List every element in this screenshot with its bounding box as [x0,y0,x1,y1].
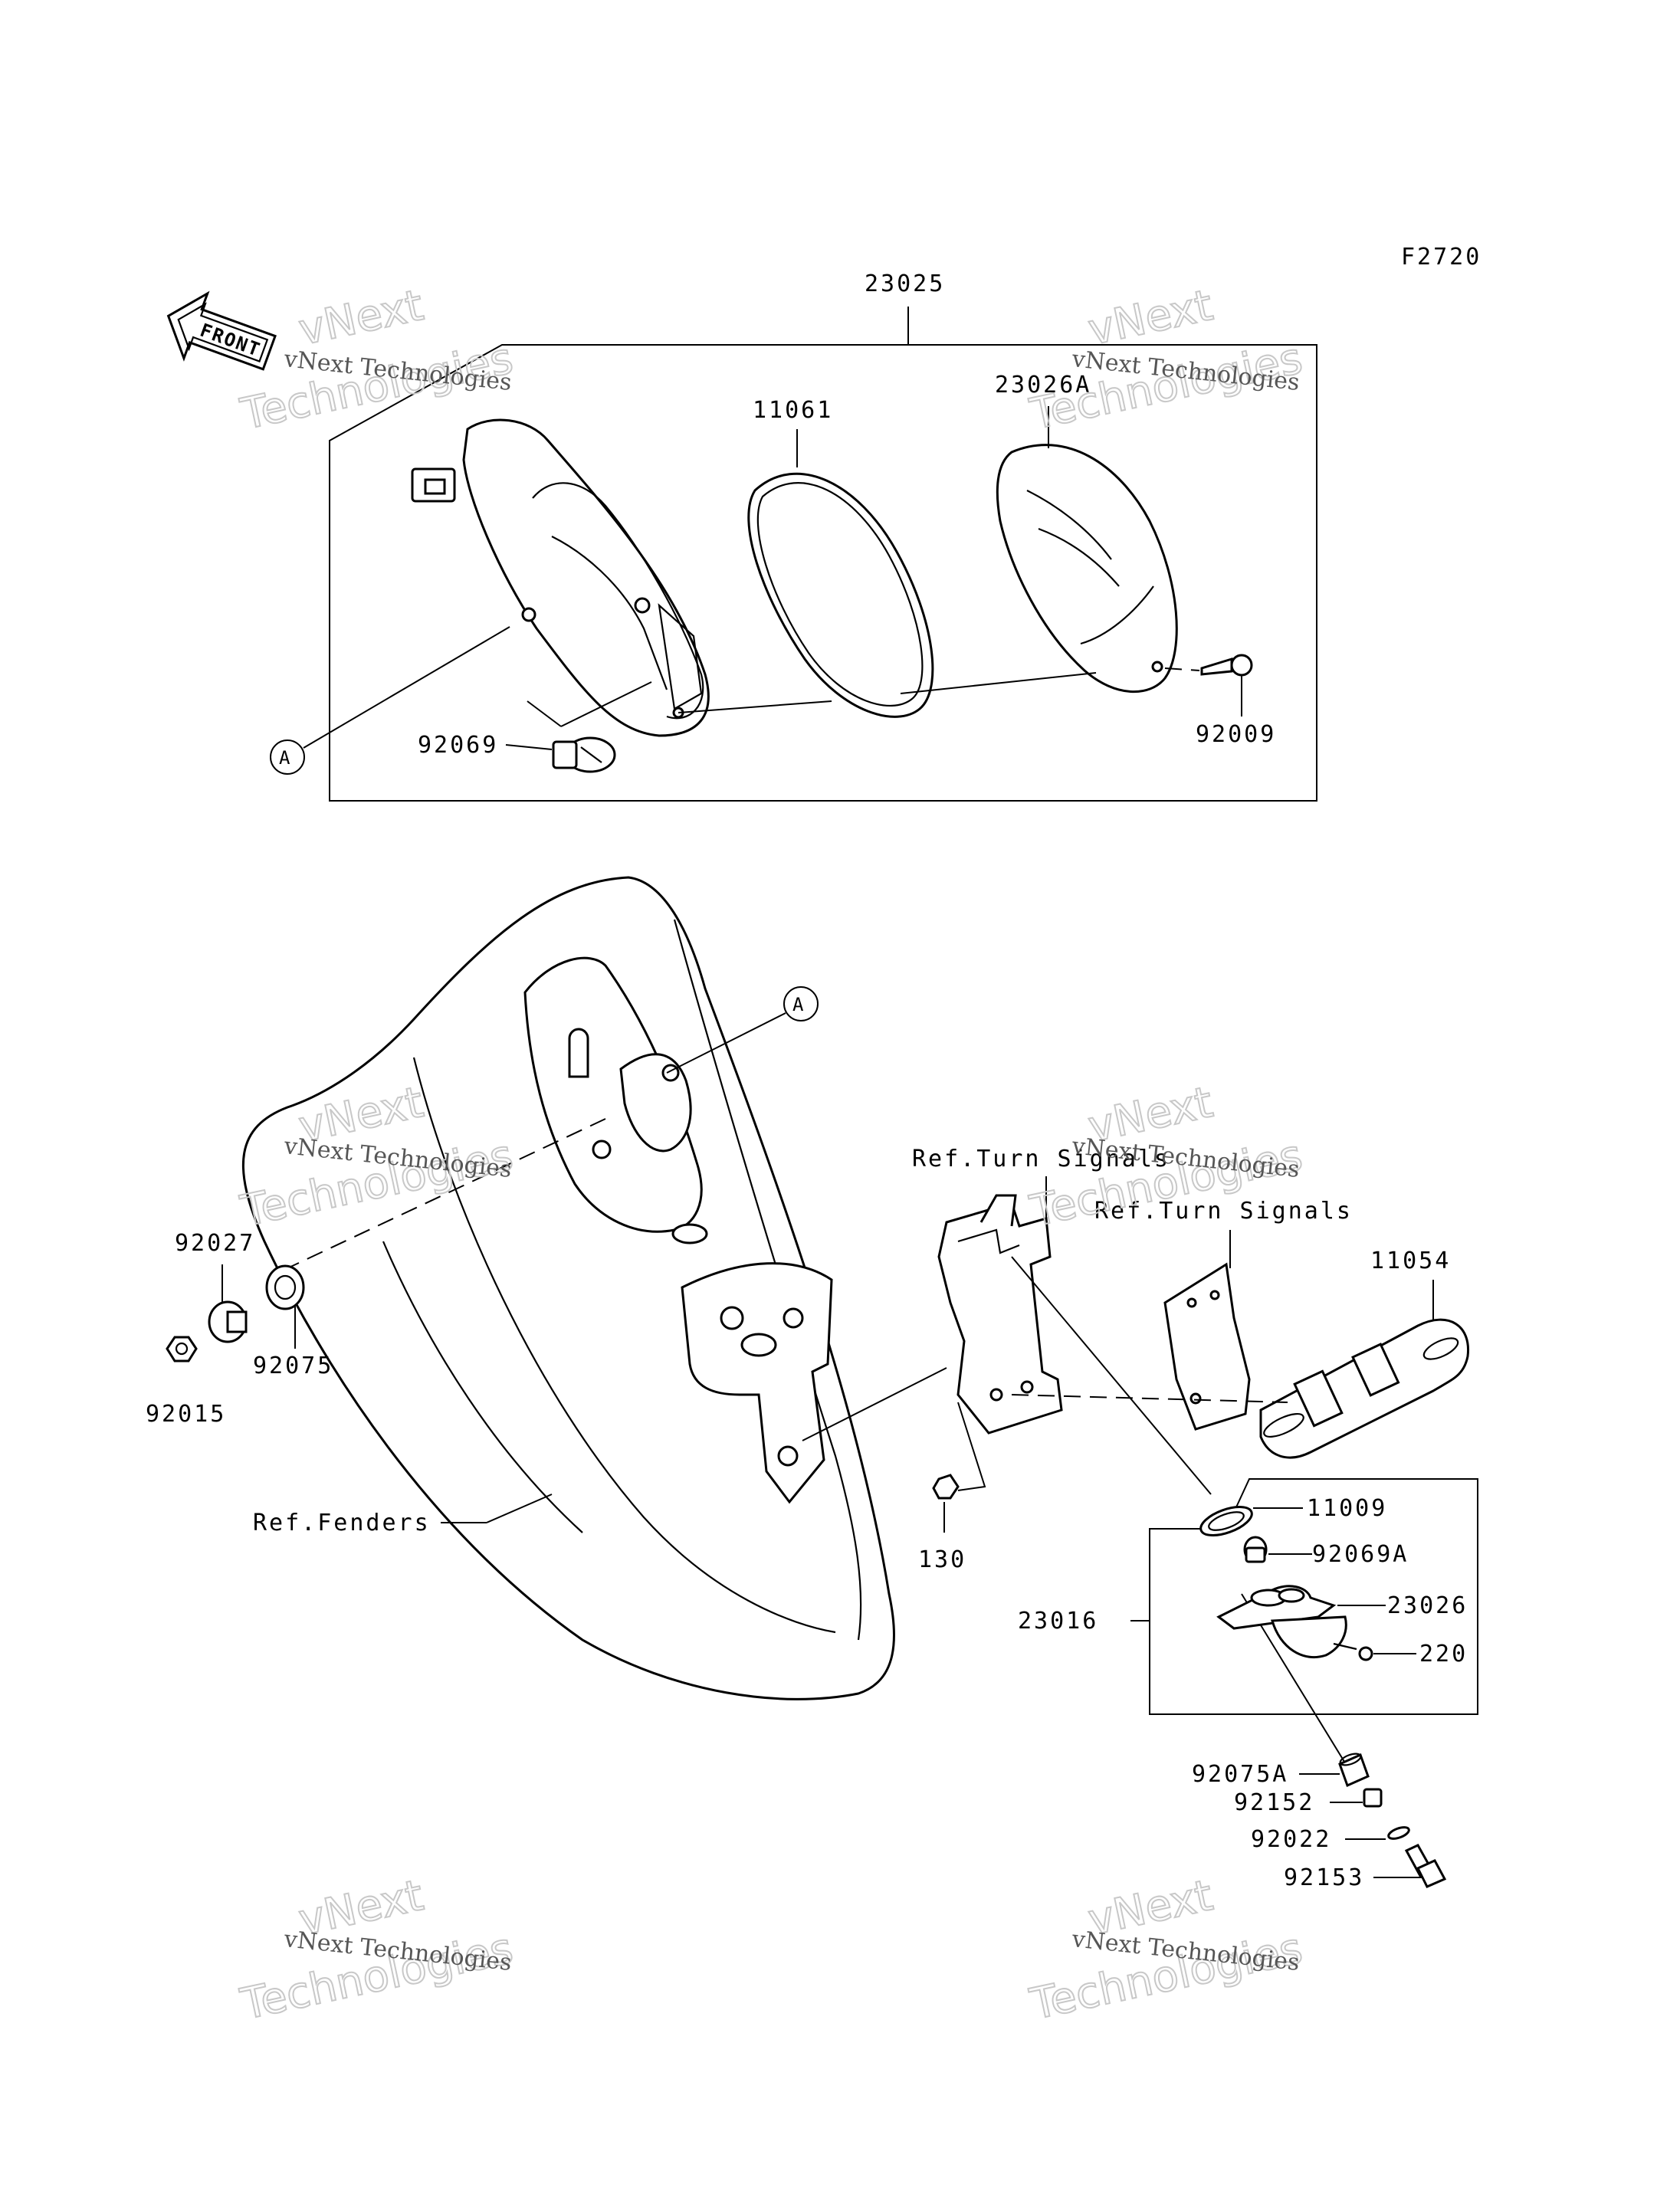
collar-92152 [1363,1788,1383,1808]
gasket-11061 [747,472,934,718]
grommet-92075 [265,1264,305,1310]
callout-a-lower [783,986,819,1021]
part-label-92069: 92069 [418,732,498,759]
rear-fender [242,876,895,1700]
callout-a-lower-label: A [792,994,804,1015]
part-label-92015: 92015 [146,1401,226,1428]
bolt-92153 [1404,1844,1447,1888]
watermark-bottom-right: vNext Technologies vNext Technologies [1025,1870,1307,2031]
collar-92027 [208,1300,248,1343]
part-label-11054: 11054 [1370,1248,1451,1274]
bracket-plate-11054 [1259,1318,1470,1459]
ref-turn-signals-label-1: Ref.Turn Signals [912,1146,1170,1172]
watermark-bottom-left: vNext Technologies vNext Technologies [235,1870,517,2031]
license-plate-bracket [937,1194,1063,1435]
part-label-23016: 23016 [1018,1608,1098,1635]
part-label-92022: 92022 [1251,1826,1331,1853]
part-label-92009: 92009 [1196,721,1276,748]
gasket-11009 [1199,1506,1253,1536]
watermark-top-right: vNext Technologies vNext Technologies [1025,280,1307,441]
ref-turn-signals-label-2: Ref.Turn Signals [1094,1198,1353,1225]
part-label-23026A: 23026A [995,372,1091,398]
part-label-92153: 92153 [1284,1864,1364,1891]
bulb-92069 [552,736,616,773]
turn-signal-stay [1163,1262,1251,1431]
bulb-92069A [1243,1536,1268,1563]
watermark-top-left: vNext Technologies vNext Technologies [235,280,517,441]
part-label-23025: 23025 [865,271,945,297]
figure-code: F2720 [1401,244,1481,271]
part-label-92027: 92027 [175,1230,255,1257]
front-arrow-icon: FRONT [166,290,277,371]
bolt-130 [932,1474,960,1500]
tail-lamp-housing [411,418,710,737]
svg-text:vNext: vNext [294,280,428,356]
grommet-92075A [1338,1753,1370,1788]
callout-a-upper-label: A [279,747,290,769]
screw-92009 [1200,654,1253,677]
part-label-92075A: 92075A [1192,1761,1288,1788]
part-label-11009: 11009 [1307,1495,1387,1522]
part-label-92069A: 92069A [1312,1541,1409,1568]
assembly-bracket-23025 [329,344,1317,802]
part-label-92075: 92075 [253,1353,333,1379]
part-label-220: 220 [1419,1641,1468,1667]
license-lamp-23026 [1216,1585,1347,1659]
part-label-92152: 92152 [1234,1789,1314,1816]
part-label-11061: 11061 [753,397,833,424]
part-label-23026: 23026 [1387,1592,1468,1619]
part-label-130: 130 [918,1546,966,1573]
callout-a-upper [270,739,305,775]
ref-fenders-label: Ref.Fenders [253,1510,431,1536]
washer-92022 [1387,1826,1410,1840]
nut-92015 [166,1336,198,1362]
screw-220 [1333,1642,1373,1661]
lens-23026A [996,444,1178,694]
